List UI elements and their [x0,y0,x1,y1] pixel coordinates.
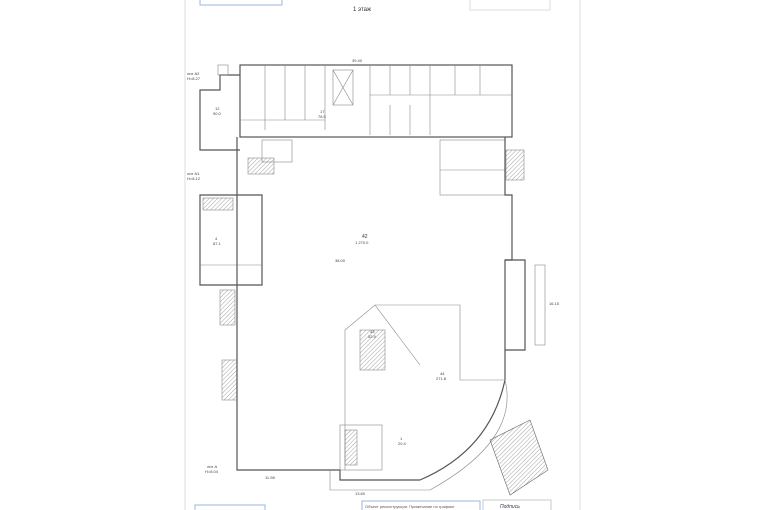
dim-bottom-left: 11.98 [265,475,275,480]
room-4-number: 4 [215,236,218,241]
staircase-right [505,149,525,181]
room-43-number: 43 [370,329,375,334]
header-box-right [469,0,551,11]
stamp-right [482,499,552,510]
hall-number: 42 [362,234,368,240]
label-height-a: Н=8.04 [205,469,219,474]
top-block [239,64,513,196]
stamp-left-text: Объект реконструкции. Примечание по граф… [365,504,455,509]
header-box-left [199,0,283,6]
wing-a1 [199,194,263,401]
room-44-area: 271.8 [436,376,447,381]
label-height-a2: Н=8.27 [187,76,201,81]
room-43-area: 52.9 [368,334,377,339]
room-1-number: 1 [400,436,403,441]
wing-a2 [199,64,240,151]
dim-bottom-mid: 13.60 [355,491,366,496]
hall-height-dim: 38.00 [335,258,346,263]
footer-box-left [194,504,266,510]
room-12-number: 12 [215,106,220,111]
room-12-area: 90.0 [213,111,222,116]
hall-area: 1 270.0 [355,240,369,245]
room-44-number: 44 [440,371,445,376]
room-4-area: 87.1 [213,241,222,246]
dim-top: 39.40 [352,58,363,63]
exterior-staircase [489,419,549,496]
label-lit-a1: лит А1 [187,171,200,176]
stamp-right-signature: Подпись [500,504,520,510]
room-17-number: 17 [320,109,325,114]
stamp-left [361,500,481,510]
staircase-a1 [247,157,275,175]
label-lit-a2: лит А2 [187,71,200,76]
room-1-area: 20.4 [398,441,407,446]
dim-right: 16.15 [549,301,560,306]
label-height-a1: Н=8.12 [187,176,201,181]
main-hall [236,137,546,491]
label-lit-a: лит А [207,464,218,469]
floor-title: 1 этаж [353,7,371,13]
room-17-area: 76.5 [318,114,327,119]
